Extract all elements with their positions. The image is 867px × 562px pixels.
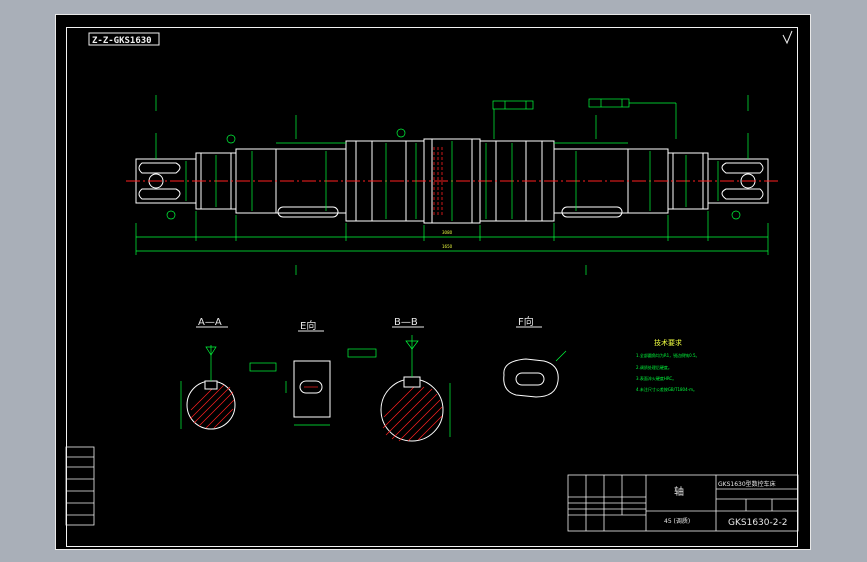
side-stamp-table <box>65 446 95 526</box>
e-view-title: E向 <box>300 319 316 332</box>
cad-drawing: Z-Z-GKS1630 <box>65 30 799 532</box>
tech-req-4: 4.未注尺寸公差按GB/T1804-m。 <box>636 386 697 392</box>
section-aa-title: A—A <box>198 317 222 328</box>
e-view: E向 <box>285 319 331 426</box>
f-view-title: F向 <box>518 315 534 328</box>
section-bb: B—B <box>347 317 451 442</box>
overall-length: 1650 <box>442 244 453 249</box>
dimension-texts: 1650 3080 <box>442 230 453 249</box>
title-block: 轴 GKS1630型数控车床 45 (调质) GKS1630-2-2 <box>567 474 799 532</box>
drawing-code-top: Z-Z-GKS1630 <box>92 36 152 46</box>
tech-req-3: 3.表面淬火硬度HRC。 <box>636 375 676 381</box>
drawing-number: GKS1630-2-2 <box>728 518 787 528</box>
diameter-dimensions <box>185 141 719 221</box>
tech-req-1: 1.全部圆角均为R1，锐边倒钝0.5。 <box>636 352 700 358</box>
tolerance-frames <box>166 98 741 220</box>
drawing-code-box: Z-Z-GKS1630 <box>88 32 160 46</box>
shaft-center-hatch <box>433 147 443 215</box>
tech-req-2: 2.调质处理后硬度。 <box>636 364 672 370</box>
drawing-sheet: Z-Z-GKS1630 <box>55 14 811 550</box>
section-bb-title: B—B <box>394 317 418 328</box>
tech-requirements-title: 技术要求 <box>654 338 682 347</box>
technical-requirements: 技术要求 1.全部圆角均为R1，锐边倒钝0.5。 2.调质处理后硬度。 3.表面… <box>636 338 700 392</box>
drawing-frame <box>66 27 798 547</box>
f-view: F向 <box>503 315 567 398</box>
section-aa: A—A <box>180 317 277 430</box>
length-dimensions <box>135 95 769 275</box>
material: 45 (调质) <box>664 517 690 525</box>
roughness-symbol <box>782 30 793 45</box>
center-dimension: 3080 <box>442 230 453 235</box>
part-name: 轴 <box>674 485 684 498</box>
product-name: GKS1630型数控车床 <box>718 480 776 488</box>
